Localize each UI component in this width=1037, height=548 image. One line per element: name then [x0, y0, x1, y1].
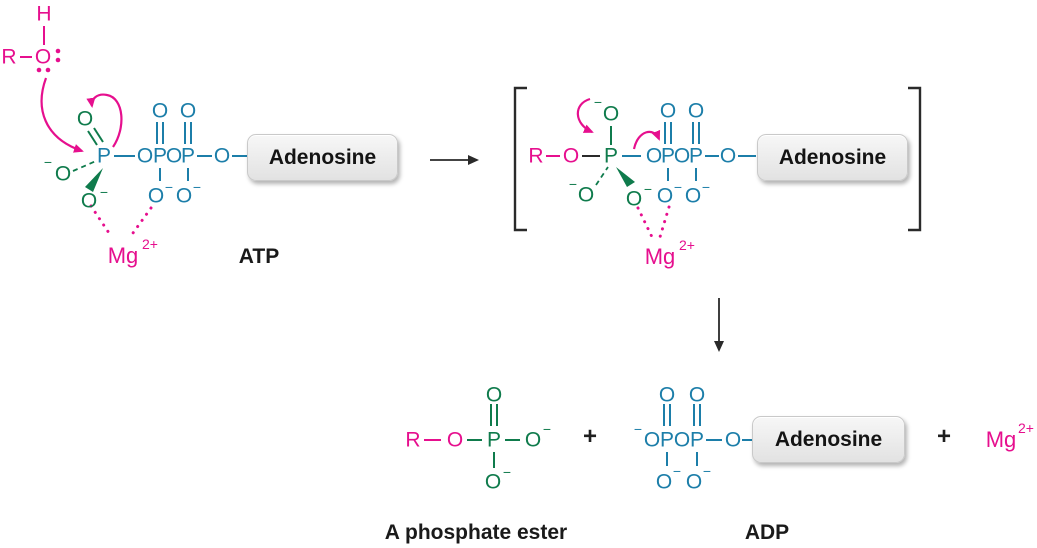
- atom-label: O: [719, 144, 737, 168]
- phosphate-ester-bonds: [424, 404, 520, 468]
- atom-label: O: [602, 102, 620, 126]
- atom-label: P: [486, 428, 502, 452]
- atom-label: P: [689, 428, 705, 452]
- atom-label: P: [660, 144, 676, 168]
- atom-label: P: [180, 144, 196, 168]
- atom-label: O: [175, 184, 193, 208]
- atom-label: P: [688, 144, 704, 168]
- atom-label: −: [43, 154, 53, 170]
- mg-ion-label: Mg: [644, 244, 676, 269]
- atom-label: O: [659, 99, 677, 123]
- atom-label: O: [643, 428, 661, 452]
- atom-label: H: [36, 2, 52, 26]
- atom-label: O: [688, 383, 706, 407]
- atom-label: O: [685, 470, 703, 494]
- adenosine-label: Adenosine: [268, 145, 377, 169]
- atom-label: −: [502, 464, 512, 480]
- atom-label: O: [151, 99, 169, 123]
- mg-ion-label: Mg: [985, 427, 1017, 452]
- atom-label: P: [603, 144, 619, 168]
- atom-label: O: [80, 189, 98, 213]
- atom-label: R: [528, 144, 544, 168]
- atom-label: O: [34, 45, 52, 69]
- atom-label: P: [152, 144, 168, 168]
- adenosine-label: Adenosine: [778, 145, 887, 169]
- atp-caption: ATP: [238, 245, 280, 268]
- wedge-bond: [616, 167, 635, 187]
- phosphate-ester-caption: A phosphate ester: [384, 521, 568, 544]
- atom-label: O: [165, 144, 183, 168]
- atom-label: O: [484, 470, 502, 494]
- atom-label: −: [568, 176, 578, 192]
- atom-label: −: [673, 179, 683, 195]
- atom-label: O: [76, 107, 94, 131]
- atom-label: P: [659, 428, 675, 452]
- adenosine-box: Adenosine: [757, 134, 908, 181]
- atom-label: O: [562, 144, 580, 168]
- plus-sign: +: [936, 423, 952, 450]
- atom-label: −: [643, 181, 653, 197]
- plus-sign: +: [582, 423, 598, 450]
- atom-label: −: [99, 184, 109, 200]
- adp-bonds: [663, 404, 754, 466]
- intermediate-bonds: [546, 122, 756, 187]
- atom-label: O: [147, 184, 165, 208]
- atom-label: R: [405, 428, 421, 452]
- atom-label: O: [724, 428, 742, 452]
- atom-label: R: [1, 45, 17, 69]
- mg-coordination-dots: [636, 205, 671, 239]
- atom-label: O: [658, 383, 676, 407]
- atom-label: O: [684, 184, 702, 208]
- intermediate-brackets: [513, 86, 922, 232]
- atom-label: O: [673, 428, 691, 452]
- atom-label: −: [633, 421, 643, 437]
- atom-label: −: [542, 421, 552, 437]
- atom-label: O: [577, 183, 595, 207]
- atom-label: O: [179, 99, 197, 123]
- atom-label: O: [485, 383, 503, 407]
- atom-label: O: [656, 184, 674, 208]
- atom-label: O: [645, 144, 663, 168]
- atom-label: −: [164, 179, 174, 195]
- mg-coordination-dots: [89, 204, 153, 235]
- mg-ion-label: Mg: [107, 243, 139, 268]
- mg-charge-label: 2+: [1018, 420, 1034, 436]
- adenosine-label: Adenosine: [774, 427, 883, 451]
- atom-label: −: [192, 179, 202, 195]
- electron-collapse-arrow: [576, 97, 594, 134]
- adenosine-box: Adenosine: [752, 416, 905, 463]
- wedge-bond: [85, 168, 103, 192]
- alcohol-bonds: [20, 26, 45, 58]
- atom-label: −: [701, 179, 711, 195]
- mg-charge-label: 2+: [142, 236, 158, 252]
- atom-label: O: [54, 162, 72, 186]
- atom-label: O: [446, 428, 464, 452]
- nucleophilic-attack-arrow: [40, 77, 84, 153]
- atom-label: O: [655, 470, 673, 494]
- atom-label: O: [687, 99, 705, 123]
- atom-label: O: [524, 428, 542, 452]
- atom-label: O: [213, 144, 231, 168]
- atom-label: O: [673, 144, 691, 168]
- pi-electron-arrow: [86, 93, 123, 148]
- adp-caption: ADP: [744, 521, 790, 544]
- leaving-group-arrow: [632, 129, 661, 150]
- lone-pair-dots: [36, 48, 61, 73]
- atom-label: O: [625, 187, 643, 211]
- atp-bonds: [72, 122, 249, 192]
- atom-label: −: [672, 463, 682, 479]
- atom-label: −: [593, 94, 603, 110]
- mg-charge-label: 2+: [679, 237, 695, 253]
- atom-label: O: [136, 144, 154, 168]
- atom-label: P: [96, 144, 112, 168]
- atom-label: −: [702, 463, 712, 479]
- adenosine-box: Adenosine: [247, 134, 398, 181]
